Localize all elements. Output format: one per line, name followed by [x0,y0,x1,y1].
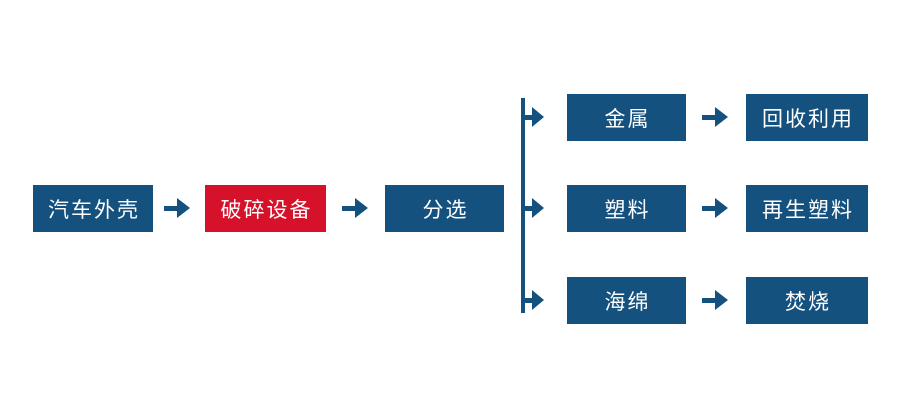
arrow-shaft [702,114,715,120]
arrow-right-icon [702,107,728,127]
node-crusher-label: 破碎设备 [220,198,313,222]
arrow-right-icon [523,198,544,218]
arrow-head [177,198,190,218]
arrow-right-icon [702,198,728,218]
node-car-shell: 汽车外壳 [33,185,153,232]
node-metal: 金属 [567,94,686,141]
node-recycling: 回收利用 [746,94,868,141]
node-incineration: 焚烧 [746,277,868,324]
node-sponge: 海绵 [567,277,686,324]
arrow-shaft [164,205,177,211]
arrow-right-icon [523,107,544,127]
node-plastic-label: 塑料 [604,198,651,222]
node-incineration-label: 焚烧 [785,290,831,314]
arrow-head [532,198,544,218]
arrow-head [715,198,728,218]
arrow-shaft [342,205,355,211]
arrow-right-icon [702,290,728,310]
node-recycled-plastic: 再生塑料 [746,185,868,232]
arrow-right-icon [342,198,368,218]
node-recycled-plastic-label: 再生塑料 [762,198,854,222]
node-sorting: 分选 [385,185,504,232]
arrow-shaft [523,205,532,211]
arrow-head [715,290,728,310]
arrow-head [355,198,368,218]
node-metal-label: 金属 [604,107,651,131]
arrow-head [715,107,728,127]
node-sponge-label: 海绵 [604,290,651,314]
arrow-right-icon [523,290,544,310]
arrow-head [532,107,544,127]
arrow-right-icon [164,198,190,218]
node-car-shell-label: 汽车外壳 [48,198,140,222]
node-recycling-label: 回收利用 [762,107,854,131]
node-crusher: 破碎设备 [205,185,326,232]
node-sorting-label: 分选 [422,198,469,222]
arrow-head [532,290,544,310]
arrow-shaft [702,205,715,211]
arrow-shaft [702,297,715,303]
arrow-shaft [523,297,532,303]
arrow-shaft [523,114,532,120]
node-plastic: 塑料 [567,185,686,232]
